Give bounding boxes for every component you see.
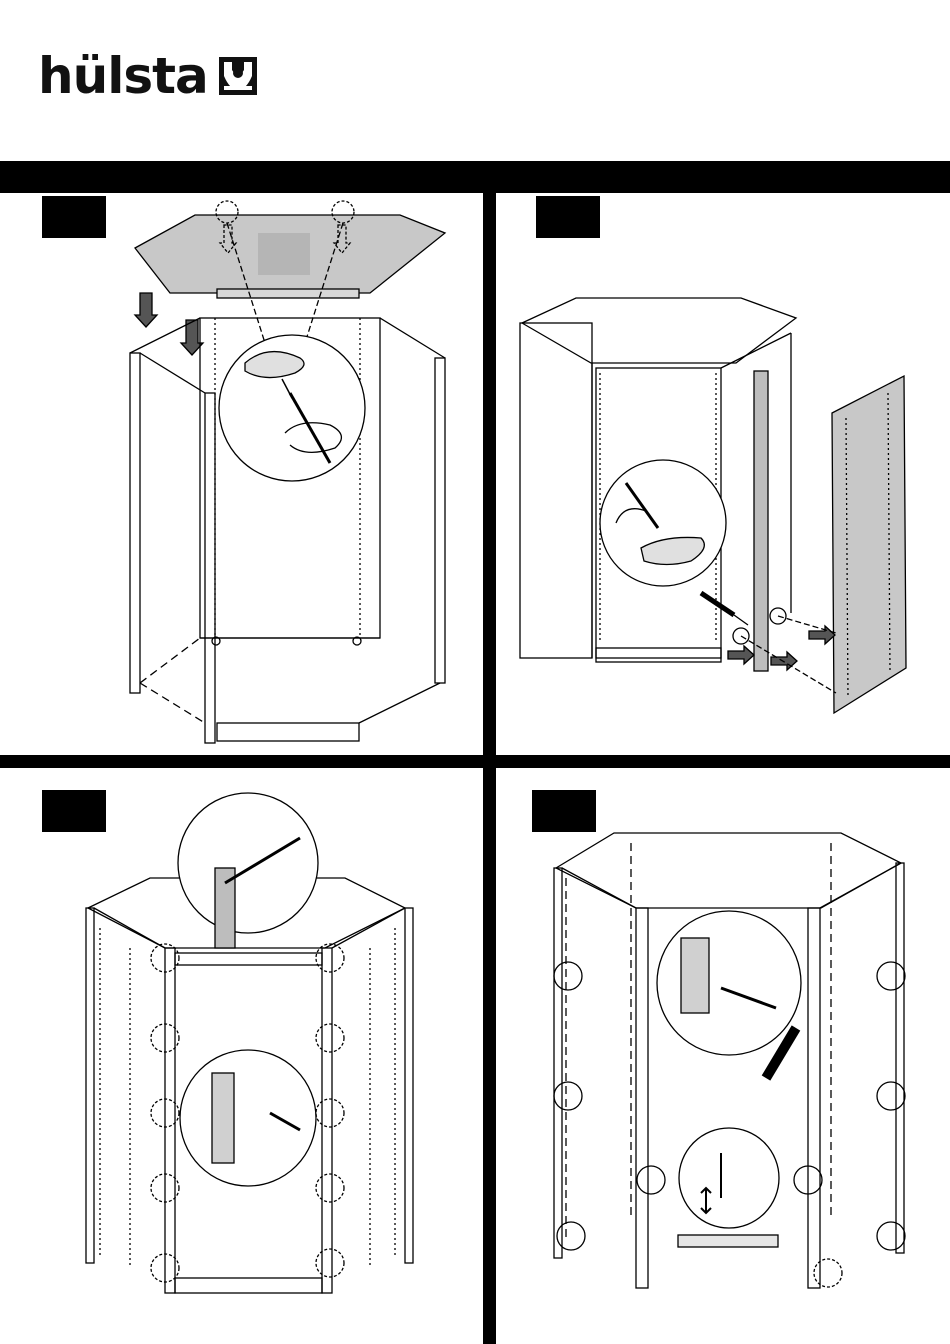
step-3-illustration [0,768,483,1344]
horizontal-divider [0,755,950,768]
header-bar [0,161,950,193]
step-panel-2 [496,193,950,755]
step-4-illustration [496,768,950,1344]
step-panel-4 [496,768,950,1344]
hulsta-emblem-icon [218,56,258,96]
step-1-illustration [0,193,483,755]
vertical-divider [483,193,496,1344]
step-2-illustration [496,193,950,755]
brand-logo: hülsta [38,50,258,102]
step-panel-3 [0,768,483,1344]
brand-name: hülsta [38,51,208,101]
step-panel-1 [0,193,483,755]
